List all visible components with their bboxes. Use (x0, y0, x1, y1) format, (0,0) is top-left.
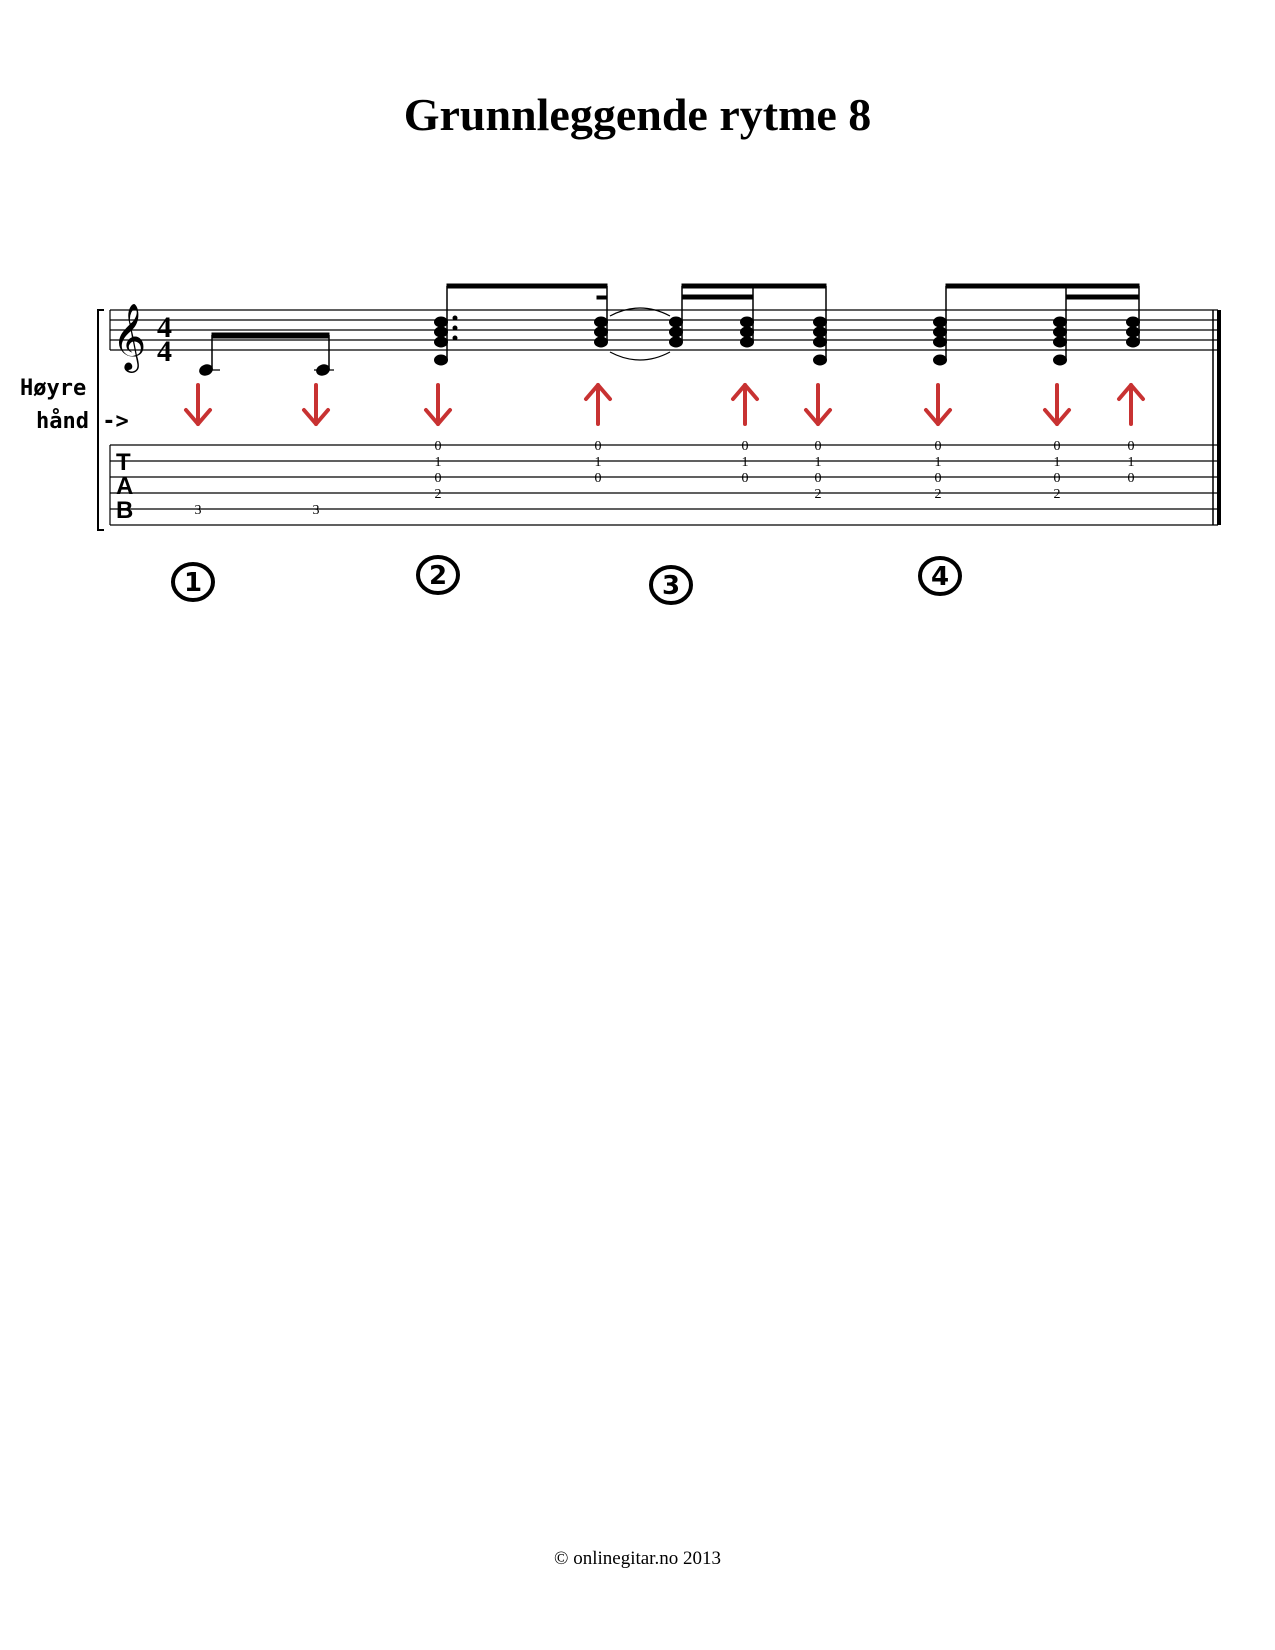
chord-2a (434, 286, 458, 366)
down-strum-arrow-icon (1043, 383, 1071, 426)
tab-number: 1 (935, 455, 942, 470)
tab-number: 0 (935, 471, 942, 486)
chord-3b (740, 286, 754, 348)
final-barline (1212, 310, 1221, 525)
tab-number: 0 (1128, 439, 1135, 454)
up-strum-arrow-icon (584, 383, 612, 426)
tab-number: 0 (1054, 439, 1061, 454)
tab-staff (109, 444, 1218, 526)
chord-3c (813, 286, 827, 366)
tab-number: 0 (435, 439, 442, 454)
tab-number: 3 (195, 503, 202, 518)
beat-number-label: 2 (429, 561, 447, 591)
tab-letter-t: T (116, 449, 131, 476)
time-signature-top: 4 (157, 311, 172, 344)
tab-number: 1 (815, 455, 822, 470)
beat-number-marker: 3 (649, 565, 693, 605)
tab-number: 0 (815, 439, 822, 454)
tab-number: 2 (435, 487, 442, 502)
tab-number: 2 (935, 487, 942, 502)
tab-number: 1 (1128, 455, 1135, 470)
strum-arrows (184, 383, 1145, 426)
right-hand-label-line1: Høyre (20, 376, 86, 401)
tab-letter-a: A (116, 473, 133, 500)
tab-letter-b: B (116, 497, 133, 524)
down-strum-arrow-icon (924, 383, 952, 426)
page-title: Grunnleggende rytme 8 (403, 89, 872, 140)
tab-number: 0 (595, 439, 602, 454)
down-strum-arrow-icon (424, 383, 452, 426)
right-hand-label-line2: hånd -> (36, 408, 129, 434)
notes (199, 283, 1140, 376)
tab-number: 0 (595, 471, 602, 486)
chord-3a (669, 286, 683, 348)
down-strum-arrow-icon (302, 383, 330, 426)
treble-clef-icon: 𝄞 (112, 302, 146, 373)
down-strum-arrow-icon (804, 383, 832, 426)
tab-number: 3 (313, 503, 320, 518)
chord-2b (594, 286, 608, 348)
up-strum-arrow-icon (731, 383, 759, 426)
beat-number-label: 3 (662, 571, 680, 601)
up-strum-arrow-icon (1117, 383, 1145, 426)
beat-numbers: 1 2 3 4 (171, 555, 962, 605)
tab-number: 0 (935, 439, 942, 454)
tab-number: 2 (815, 487, 822, 502)
tab-number: 1 (435, 455, 442, 470)
down-strum-arrow-icon (184, 383, 212, 426)
tab-number: 0 (742, 471, 749, 486)
time-signature-bottom: 4 (157, 335, 172, 368)
chord-4a (933, 286, 947, 366)
tab-number: 0 (742, 439, 749, 454)
tab-number: 0 (435, 471, 442, 486)
beat-number-marker: 4 (918, 556, 962, 596)
tab-number: 1 (1054, 455, 1061, 470)
tab-number: 1 (595, 455, 602, 470)
notation-staff (109, 309, 1218, 351)
chord-4b (1053, 286, 1067, 366)
tab-number: 0 (815, 471, 822, 486)
system-bracket (97, 309, 104, 531)
beat-number-marker: 2 (416, 555, 460, 595)
beat-number-marker: 1 (171, 562, 215, 602)
beat-number-label: 4 (931, 562, 949, 592)
tab-number: 0 (1128, 471, 1135, 486)
tab-number: 1 (742, 455, 749, 470)
beat-number-label: 1 (184, 568, 202, 598)
tab-number: 2 (1054, 487, 1061, 502)
footer-copyright: © onlinegitar.no 2013 (554, 1548, 721, 1569)
tab-number: 0 (1054, 471, 1061, 486)
